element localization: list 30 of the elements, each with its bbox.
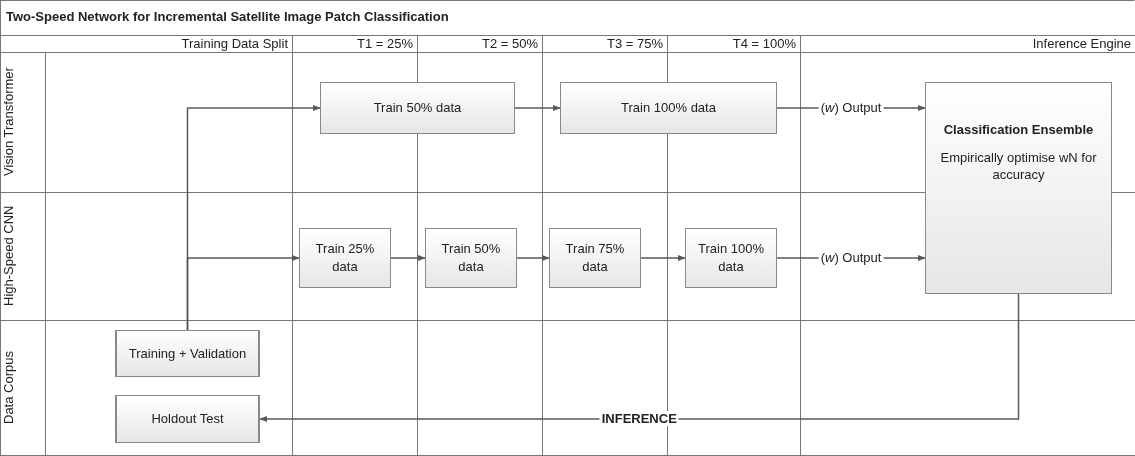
edge-label: (w) Output: [818, 250, 884, 265]
edge-label: INFERENCE: [599, 411, 679, 426]
arrow: [186, 254, 300, 331]
predefined-process-box: Holdout Test: [115, 395, 260, 443]
predefined-process-box: Training + Validation: [115, 330, 260, 377]
process-box: Train 25% data: [299, 228, 391, 288]
process-box: Train 50% data: [320, 82, 515, 134]
lane-label: Vision Transformer: [0, 66, 17, 179]
column-header: Inference Engine: [1032, 36, 1131, 52]
edge-label: (w) Output: [818, 100, 884, 115]
process-box: Train 50% data: [425, 228, 517, 288]
column-header: T3 = 75%: [607, 36, 663, 52]
process-box: Train 100% data: [685, 228, 777, 288]
arrow: [259, 293, 1020, 423]
process-box: Train 75% data: [549, 228, 641, 288]
lane-label: Data Corpus: [0, 350, 17, 427]
arrow: [640, 254, 686, 262]
diagram-title: Two-Speed Network for Incremental Satellite Image Patch Classification: [6, 9, 449, 24]
column-header: T1 = 25%: [357, 36, 413, 52]
arrow: [516, 254, 550, 262]
lane-label: High-Speed CNN: [0, 204, 17, 309]
box-text: Empirically optimise wN for accuracy: [939, 148, 1098, 184]
box-heading: Classification Ensemble: [943, 121, 1094, 139]
column-header: Training Data Split: [181, 36, 288, 52]
process-box: [925, 82, 1112, 294]
arrow: [390, 254, 426, 262]
column-header: T4 = 100%: [732, 36, 796, 52]
arrow: [514, 104, 561, 112]
column-header: T2 = 50%: [482, 36, 538, 52]
process-box: Train 100% data: [560, 82, 777, 134]
